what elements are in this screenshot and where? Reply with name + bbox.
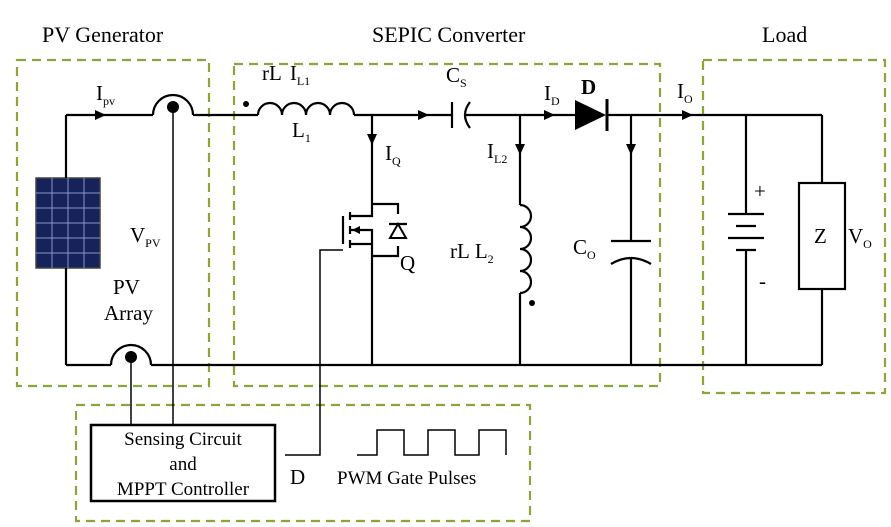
ipv-arrow	[95, 110, 106, 120]
controller-line1: Sensing Circuit	[124, 429, 242, 450]
io-label: IO	[677, 79, 693, 106]
pv-generator-heading: PV Generator	[42, 22, 164, 47]
sepic-converter-box	[232, 62, 662, 388]
load-heading: Load	[762, 22, 807, 47]
l2-polarity-dot	[529, 300, 535, 306]
l1-polarity-dot	[243, 101, 249, 107]
il2-arrow	[515, 144, 525, 155]
cs-label: CS	[446, 63, 467, 90]
plus-label: +	[754, 179, 766, 203]
id-label: ID	[544, 81, 560, 108]
io-arrow	[682, 110, 693, 120]
pv-array-label-line2: Array	[104, 301, 153, 325]
sepic-converter-heading: SEPIC Converter	[372, 22, 526, 47]
capacitor-cs	[450, 101, 471, 129]
pv-array-label-line1: PV	[113, 275, 140, 299]
gate-drive-wire	[285, 249, 343, 456]
diode-label: D	[581, 75, 596, 99]
minus-label: -	[759, 269, 766, 293]
q-label: Q	[400, 251, 415, 275]
pwm-waveform	[357, 429, 507, 456]
battery	[728, 212, 764, 252]
controller-box	[74, 403, 532, 523]
ipv-label: Ipv	[96, 81, 115, 108]
z-label: Z	[814, 224, 827, 248]
controller-line2: and	[169, 454, 197, 475]
controller-line3: MPPT Controller	[117, 479, 250, 500]
duty-cycle-label: D	[290, 465, 305, 489]
il2-label: IL2	[487, 139, 507, 166]
l1-label: L1	[292, 118, 311, 145]
mosfet-q	[341, 202, 408, 258]
pv-array-panel	[35, 177, 101, 269]
co-current-arrow	[626, 144, 636, 155]
id-arrow	[544, 110, 555, 120]
iq-arrow	[367, 134, 377, 145]
iq-label: IQ	[385, 141, 401, 168]
inductor-l1	[256, 101, 356, 116]
vo-label: VO	[848, 224, 872, 251]
diode-d	[575, 99, 609, 131]
cs-current-arrow	[418, 110, 429, 120]
vpv-label: VPV	[130, 223, 161, 250]
load-box	[701, 58, 887, 395]
inductor-l2	[519, 203, 533, 295]
mppt-controller-box	[89, 423, 277, 503]
pv-generator-box	[15, 58, 211, 388]
co-label: CO	[573, 235, 596, 262]
pwm-gate-pulses-label: PWM Gate Pulses	[337, 468, 476, 489]
